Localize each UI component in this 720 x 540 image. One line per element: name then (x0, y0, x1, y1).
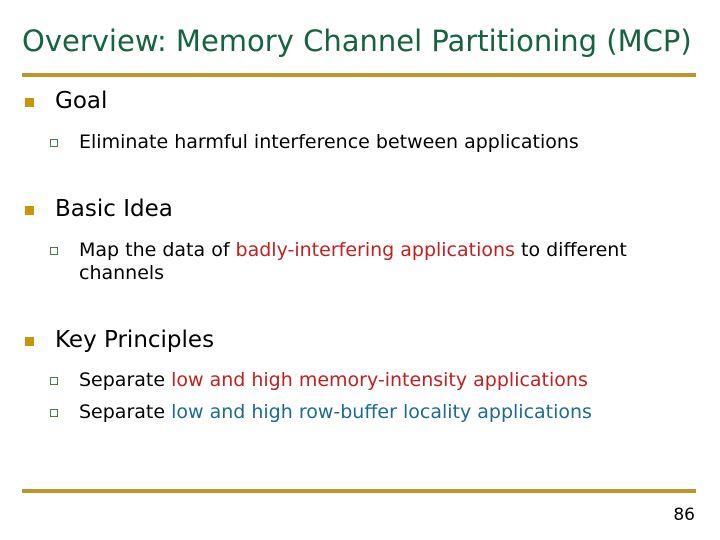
page-title: Overview: Memory Channel Partitioning (M… (22, 24, 692, 58)
list-item-text-plain: Separate (79, 368, 172, 391)
hollow-square-bullet-icon (50, 408, 58, 417)
list-item-text: Eliminate harmful interference between a… (79, 130, 579, 153)
list-item-text-highlight: low and high row-buffer locality applica… (171, 400, 592, 423)
footer-divider-rule (22, 489, 696, 493)
slide-body: Goal Eliminate harmful interference betw… (0, 88, 720, 424)
square-bullet-icon (25, 205, 34, 215)
hollow-square-bullet-icon (50, 138, 58, 147)
section-basic-idea: Basic Idea Map the data of badly-interfe… (0, 196, 720, 285)
section-heading-key-principles: Key Principles (0, 327, 720, 354)
hollow-square-bullet-icon (50, 246, 58, 255)
square-bullet-icon (25, 98, 34, 107)
list-item: Separate low and high row-buffer localit… (0, 401, 720, 424)
section-heading-basic-idea: Basic Idea (0, 196, 720, 223)
list-item-text-plain: Map the data of (79, 238, 236, 261)
list-item: Map the data of badly-interfering applic… (0, 239, 720, 285)
list-item: Separate low and high memory-intensity a… (0, 369, 720, 392)
square-bullet-icon (25, 336, 34, 346)
list-item-text-highlight: low and high memory-intensity applicatio… (171, 368, 588, 391)
list-item-text-plain: Separate (79, 400, 172, 423)
section-heading-label: Goal (55, 88, 108, 114)
title-divider-rule (22, 73, 696, 77)
list-item-text-highlight: badly-interfering applications (235, 238, 515, 261)
section-heading-label: Basic Idea (55, 195, 173, 222)
section-heading-goal: Goal (0, 88, 720, 115)
page-number: 86 (673, 505, 695, 525)
hollow-square-bullet-icon (50, 376, 58, 385)
section-goal: Goal Eliminate harmful interference betw… (0, 88, 720, 154)
section-key-principles: Key Principles Separate low and high mem… (0, 327, 720, 424)
section-heading-label: Key Principles (55, 326, 215, 353)
list-item: Eliminate harmful interference between a… (0, 131, 720, 154)
list-item-text-plain-tail: to different channels (79, 238, 627, 284)
